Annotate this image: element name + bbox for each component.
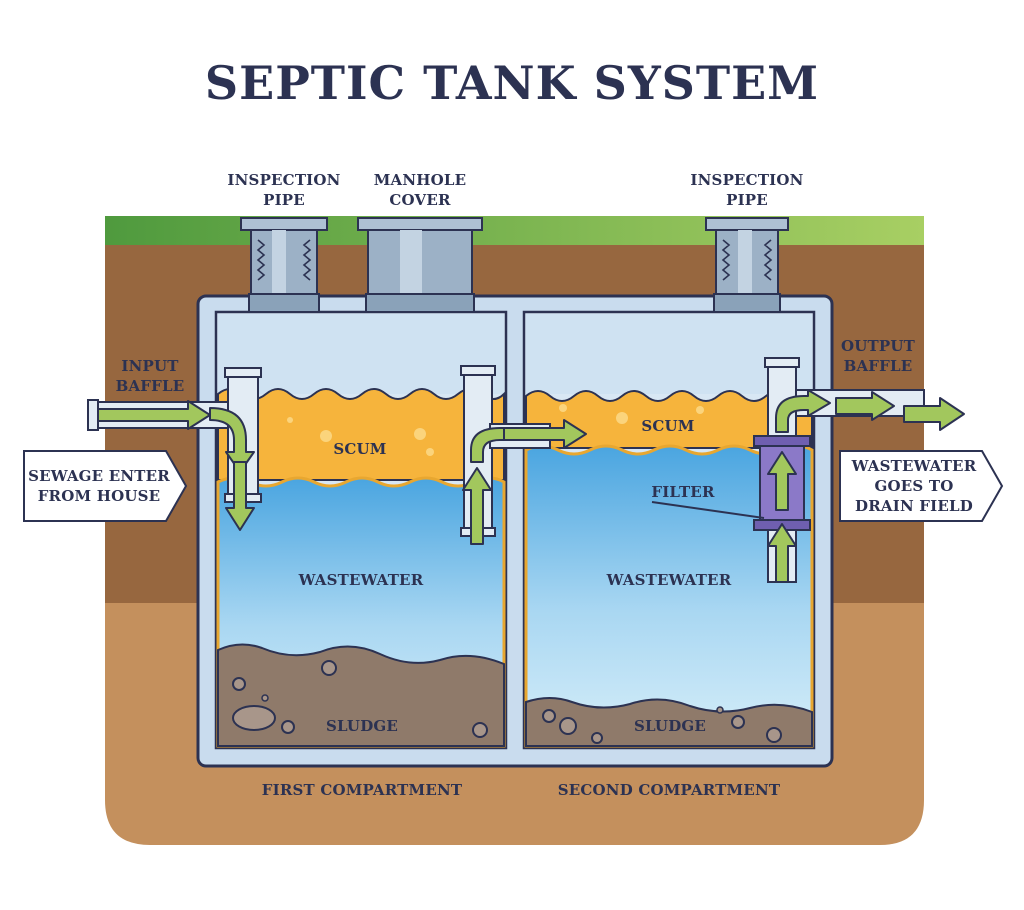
sewage-enter-box — [23, 450, 188, 522]
wastewater-drain-box — [839, 450, 1004, 522]
flow-arrows — [97, 389, 965, 583]
label-scum-first: SCUM — [333, 440, 387, 458]
label-scum-second: SCUM — [641, 417, 695, 435]
manhole-cover — [357, 217, 483, 313]
label-output-baffle: OUTPUT BAFFLE — [840, 337, 916, 375]
grass-strip — [105, 216, 924, 245]
label-filter: FILTER — [651, 483, 715, 501]
inspection-pipe-left — [240, 217, 328, 313]
first-compartment-inner — [214, 310, 508, 750]
arrow-filter-lower — [767, 523, 797, 583]
label-second-compartment: SECOND COMPARTMENT — [557, 781, 781, 799]
label-sludge-second: SLUDGE — [633, 717, 707, 735]
arrow-input — [97, 400, 211, 430]
label-sludge-first: SLUDGE — [325, 717, 399, 735]
arrow-middle-right — [503, 419, 587, 449]
arrow-output-right — [835, 391, 895, 421]
diagram-title: SEPTIC TANK SYSTEM — [204, 56, 820, 110]
label-sewage-enter: SEWAGE ENTER FROM HOUSE — [28, 467, 170, 505]
label-inspection-pipe-right: INSPECTION PIPE — [690, 171, 804, 209]
arrow-middle-up — [462, 467, 492, 545]
label-wastewater-first: WASTEWATER — [298, 571, 424, 589]
label-manhole-cover: MANHOLE COVER — [373, 171, 467, 209]
label-input-baffle: INPUT BAFFLE — [115, 357, 185, 395]
arrow-filter-upper — [767, 451, 797, 511]
label-inspection-pipe-left: INSPECTION PIPE — [227, 171, 341, 209]
label-wastewater-second: WASTEWATER — [606, 571, 732, 589]
label-wastewater-drain: WASTEWATER GOES TO DRAIN FIELD — [851, 457, 977, 515]
label-first-compartment: FIRST COMPARTMENT — [261, 781, 463, 799]
inspection-pipe-right — [705, 217, 789, 313]
arrow-output-outside — [903, 397, 965, 431]
arrow-output-curve — [775, 389, 831, 433]
arrow-input-down — [225, 461, 255, 531]
filter-leader-line — [651, 501, 765, 519]
